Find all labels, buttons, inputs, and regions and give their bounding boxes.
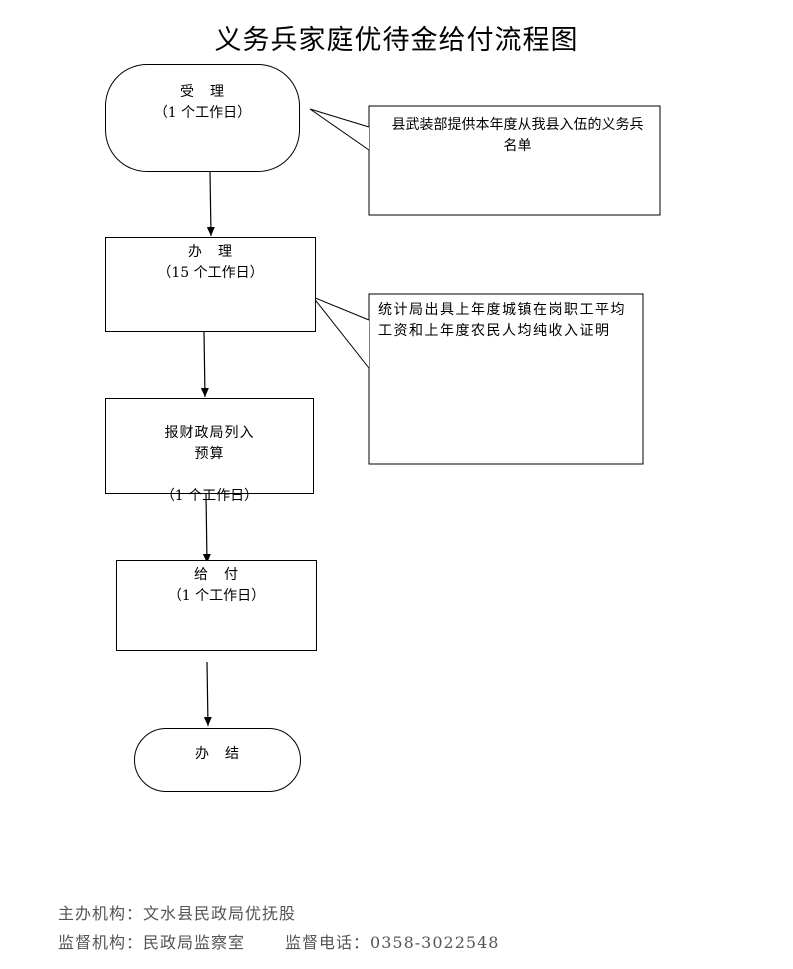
footer-organizer-label: 主办机构： bbox=[58, 904, 144, 923]
step-process-duration: （15 个工作日） bbox=[157, 265, 264, 281]
footer-supervisor-label: 监督机构： bbox=[58, 933, 144, 952]
callout-pointer-2 bbox=[311, 295, 370, 369]
footer-supervisor: 民政局监察室 bbox=[143, 933, 246, 952]
step-accept-label: 受 理 bbox=[180, 84, 225, 100]
step-payment: 给 付 （1 个工作日） bbox=[116, 560, 317, 651]
step-budget-duration: （1 个工作日） bbox=[160, 488, 259, 504]
step-payment-label: 给 付 bbox=[194, 567, 239, 583]
step-accept: 受 理 （1 个工作日） bbox=[105, 64, 300, 172]
page-title: 义务兵家庭优待金给付流程图 bbox=[214, 25, 579, 56]
footer-phone: 0358-3022548 bbox=[370, 933, 500, 952]
note-text-2: 统计局出具上年度城镇在岗职工平均工资和上年度农民人均纯收入证明 bbox=[378, 302, 626, 339]
footer-phone-label: 监督电话： bbox=[285, 933, 371, 952]
step-accept-duration: （1 个工作日） bbox=[153, 105, 252, 121]
note-box-1 bbox=[368, 105, 661, 216]
footer-organizer: 文水县民政局优抚股 bbox=[143, 904, 297, 923]
step-process: 办 理 （15 个工作日） bbox=[105, 237, 316, 332]
step-complete-label: 办 结 bbox=[195, 746, 240, 762]
step-complete: 办 结 bbox=[134, 728, 301, 792]
note-box-2 bbox=[368, 293, 644, 465]
arrow-step4-to-step5 bbox=[203, 661, 212, 727]
step-budget-label: 报财政局列入 预算 bbox=[164, 425, 255, 462]
arrow-step2-to-step3 bbox=[200, 331, 209, 398]
arrow-step1-to-step2 bbox=[206, 171, 215, 237]
footer-supervisor-line: 监督机构：民政局监察室 监督电话：0358-3022548 bbox=[58, 929, 499, 953]
step-budget: 报财政局列入 预算 （1 个工作日） bbox=[105, 398, 314, 504]
note-text-1: 县武装部提供本年度从我县入伍的义务兵名单 bbox=[391, 117, 644, 154]
footer-organizer-line: 主办机构：文水县民政局优抚股 bbox=[58, 900, 296, 924]
step-payment-duration: （1 个工作日） bbox=[167, 588, 266, 604]
callout-pointer-1 bbox=[309, 108, 370, 151]
step-process-label: 办 理 bbox=[188, 244, 233, 260]
arrow-step3-to-step4 bbox=[202, 493, 211, 564]
